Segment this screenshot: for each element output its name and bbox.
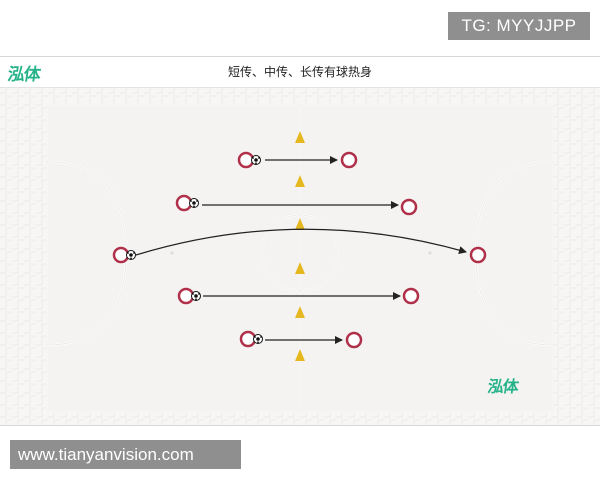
ball-icon bbox=[251, 155, 261, 165]
cone-4 bbox=[295, 262, 305, 274]
left-penalty-spot bbox=[170, 251, 174, 255]
cone-3 bbox=[295, 218, 305, 230]
cone-2 bbox=[295, 175, 305, 187]
player-short-passer-bottom bbox=[239, 330, 257, 348]
right-penalty-spot bbox=[428, 251, 432, 255]
watermark-bottom: www.tianyanvision.com bbox=[10, 440, 241, 469]
ball-icon bbox=[191, 291, 201, 301]
cones bbox=[295, 131, 305, 361]
diagram-title: 短传、中传、长传有球热身 bbox=[227, 65, 372, 79]
cone-1 bbox=[295, 131, 305, 143]
players bbox=[112, 151, 487, 349]
cone-6 bbox=[295, 349, 305, 361]
player-short-receiver-top bbox=[340, 151, 358, 169]
player-long-receiver bbox=[469, 246, 487, 264]
player-short-passer-top bbox=[237, 151, 255, 169]
player-medium-receiver-top bbox=[400, 198, 418, 216]
pitch-logo: 泓体 bbox=[486, 377, 520, 396]
player-long-passer bbox=[112, 246, 130, 264]
pitch-diagram bbox=[0, 87, 600, 425]
diagram-card: 泓体 短传、中传、长传有球热身 bbox=[0, 56, 600, 426]
player-short-receiver-bottom bbox=[345, 331, 363, 349]
watermark-top: TG: MYYJJPP bbox=[448, 12, 590, 40]
diagram-header: 泓体 短传、中传、长传有球热身 bbox=[0, 57, 600, 88]
ball-icon bbox=[189, 198, 199, 208]
player-medium-receiver-bottom bbox=[402, 287, 420, 305]
long-pass-arrow bbox=[135, 228, 467, 256]
ball-icon bbox=[253, 334, 263, 344]
player-medium-passer-bottom bbox=[177, 287, 195, 305]
ball-icon bbox=[126, 250, 136, 260]
cone-5 bbox=[295, 306, 305, 318]
player-medium-passer-top bbox=[175, 194, 193, 212]
pass-arrows bbox=[135, 156, 467, 344]
